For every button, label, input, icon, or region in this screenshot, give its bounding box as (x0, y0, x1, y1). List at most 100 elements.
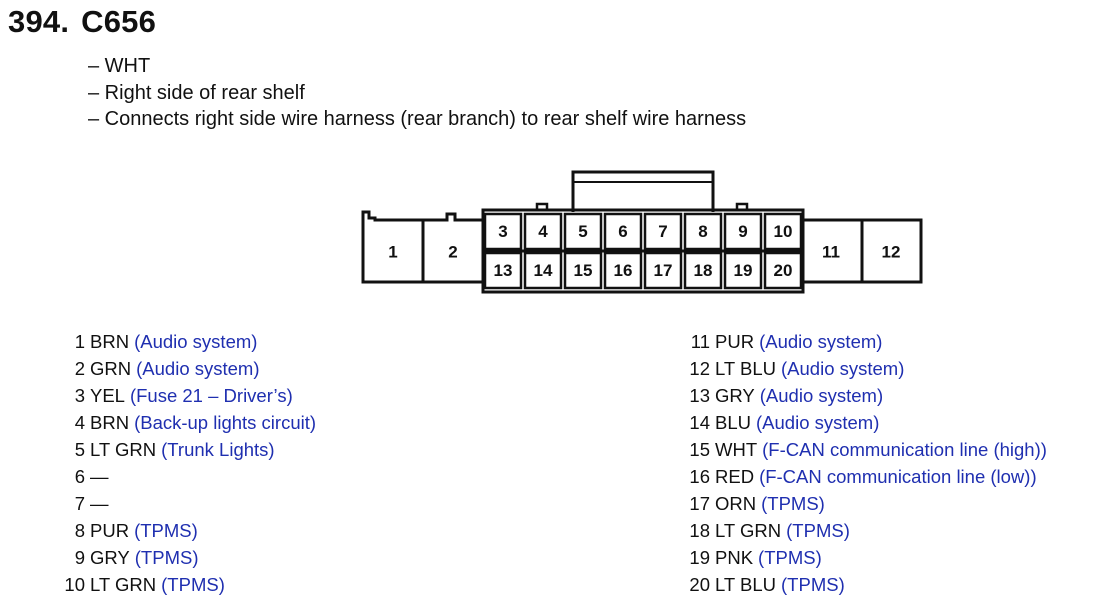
pin-number: 4 (74, 412, 85, 433)
cavity-number: 20 (774, 261, 793, 280)
pin-circuit-description: (F-CAN communication line (high)) (762, 439, 1047, 460)
pin-cavity (723, 251, 763, 290)
pin-circuit-description: (Trunk Lights) (161, 439, 275, 460)
pin-number: 16 (689, 466, 710, 487)
pin-wire-color: GRN (90, 358, 132, 379)
pin-circuit-description: (TPMS) (786, 520, 850, 541)
pin-circuit-description: (TPMS) (134, 520, 198, 541)
pin-number: 2 (74, 358, 85, 379)
cavity-number: 13 (494, 261, 513, 280)
cavity-number: 17 (654, 261, 673, 280)
pin-circuit-description: (F-CAN communication line (low)) (759, 466, 1037, 487)
cavity-number: 15 (574, 261, 593, 280)
pin-cavity (563, 251, 603, 290)
cavity-number: 14 (534, 261, 553, 280)
pin-number: 9 (74, 547, 85, 568)
cavity-number: 11 (822, 243, 840, 262)
pin-cavity (643, 251, 683, 290)
cavity-number: 9 (738, 222, 747, 241)
connector-latch (571, 170, 715, 212)
cavity-number: 2 (448, 243, 457, 262)
note-connects: – Connects right side wire harness (rear… (88, 108, 747, 130)
pin-cavity (523, 212, 563, 251)
pin-circuit-description: (TPMS) (134, 547, 199, 568)
pin-cavity (563, 212, 603, 251)
pin-number: 1 (74, 331, 85, 352)
cavity-number: 5 (578, 222, 587, 241)
pin-number: 5 (74, 439, 85, 460)
pin-number: 12 (689, 358, 710, 379)
page-title: 394. C656 (8, 4, 156, 40)
pin-wire-color: WHT (715, 439, 758, 460)
connector-id: C656 (81, 4, 157, 39)
pin-wire-color: BRN (90, 331, 130, 352)
pin-wire-color: LT BLU (715, 358, 777, 379)
pin-circuit-description: (Audio system) (759, 331, 883, 352)
pin-number: 13 (689, 385, 710, 406)
pin-cavity (683, 212, 723, 251)
pin-cavity (483, 251, 523, 290)
pin-wire-color: LT GRN (715, 520, 782, 541)
pin-cavity (683, 251, 723, 290)
pin-wire-color: PUR (90, 520, 130, 541)
pin-circuit-description: (TPMS) (781, 574, 845, 595)
pin-wire-color: RED (715, 466, 755, 487)
pin-circuit-description: (TPMS) (161, 574, 225, 595)
cavity-number: 18 (694, 261, 713, 280)
pin-number: 17 (689, 493, 710, 514)
cavity-number: 19 (734, 261, 753, 280)
item-number: 394. (8, 4, 70, 39)
pin-circuit-description: (Audio system) (759, 385, 884, 406)
pin-cavity (523, 251, 563, 290)
pin-cavity (643, 212, 683, 251)
pin-wire-color: ORN (715, 493, 757, 514)
pin-wire-color: — (90, 466, 109, 487)
pin-number: 6 (74, 466, 85, 487)
pin-circuit-description: (Back-up lights circuit) (134, 412, 317, 433)
pin-circuit-description: (Audio system) (134, 331, 258, 352)
pin-cavity (723, 212, 763, 251)
pin-number: 7 (74, 493, 85, 514)
pin-circuit-description: (Audio system) (136, 358, 260, 379)
key-9 (735, 202, 749, 210)
cavity-number: 4 (538, 222, 548, 241)
pin-circuit-description: (Fuse 21 – Driver’s) (129, 385, 293, 406)
pin-wire-color: PUR (715, 331, 755, 352)
pin-cavity (603, 251, 643, 290)
pin-wire-color: BRN (90, 412, 130, 433)
pin-row: 7— (55, 490, 316, 517)
pin-wire-color: LT BLU (715, 574, 777, 595)
cavity-number: 10 (774, 222, 793, 241)
pin-cavity (603, 212, 643, 251)
note-location: – Right side of rear shelf (88, 81, 305, 104)
pin-circuit-description: (Audio system) (781, 358, 905, 379)
pin-cavity (763, 251, 803, 290)
cavity-number: 3 (498, 222, 507, 241)
pin-number: 3 (74, 385, 85, 406)
pin-wire-color: LT GRN (90, 574, 157, 595)
cavity-number: 12 (882, 243, 901, 262)
pin-number: 14 (689, 412, 710, 433)
pin-wire-color: LT GRN (90, 439, 157, 460)
pin-wire-color: PNK (715, 547, 754, 568)
key-4 (535, 202, 549, 210)
